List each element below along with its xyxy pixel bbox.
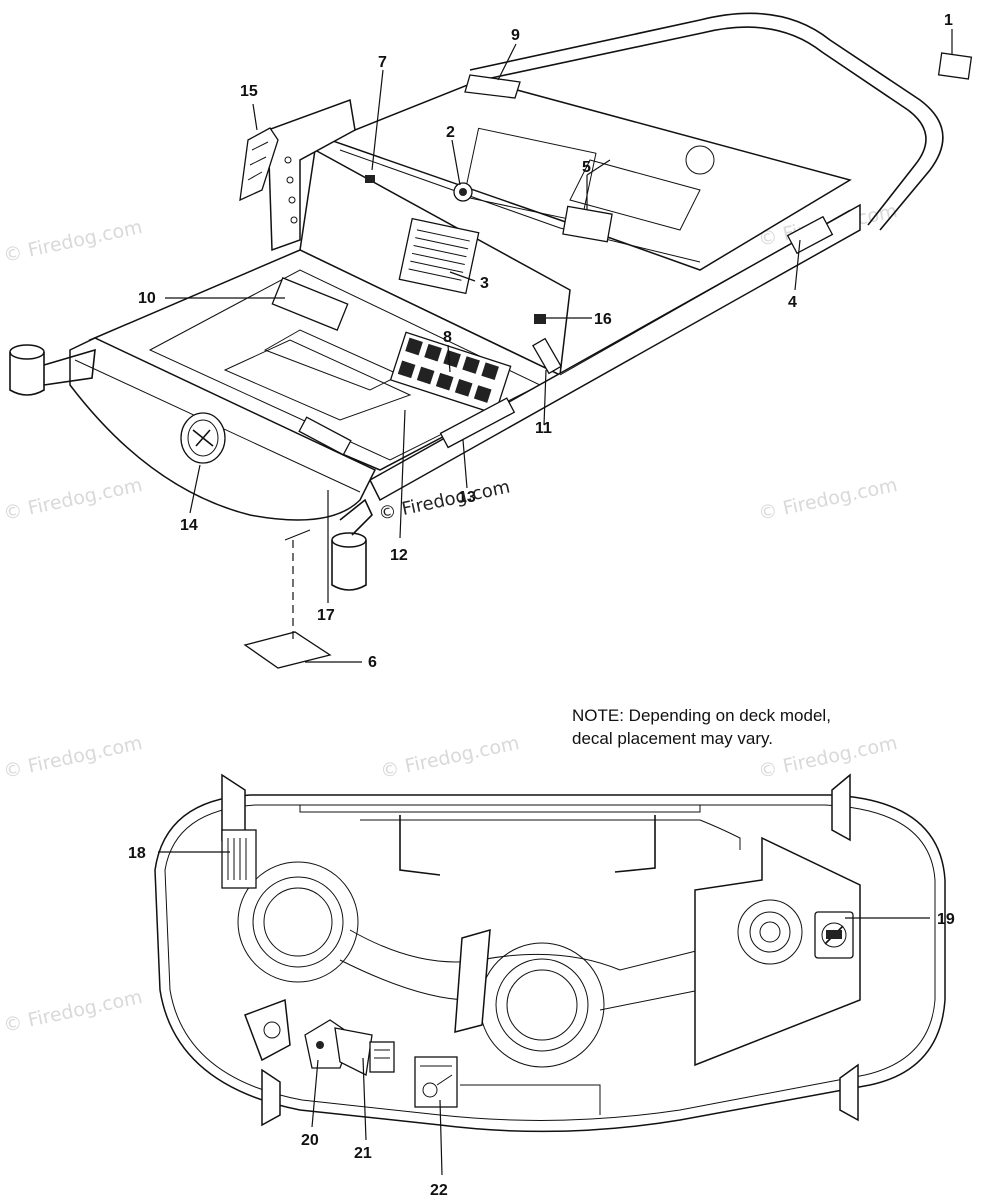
callout-5: 5 bbox=[582, 159, 591, 176]
decal-4 bbox=[786, 215, 834, 255]
leader-lines-top bbox=[165, 29, 953, 663]
decal-7 bbox=[365, 175, 375, 183]
callout-15: 15 bbox=[240, 83, 258, 100]
decal-8-control-icons bbox=[389, 331, 512, 415]
watermark: © Firedog.com bbox=[1, 216, 144, 267]
decal-15-tag bbox=[239, 127, 279, 202]
watermark: © Firedog.com bbox=[1, 732, 144, 783]
decal-2-round bbox=[453, 182, 473, 202]
callout-3: 3 bbox=[480, 275, 489, 292]
callout-4: 4 bbox=[788, 294, 797, 311]
decal-9 bbox=[464, 74, 521, 99]
decal-11 bbox=[532, 337, 562, 375]
note-line-2: decal placement may vary. bbox=[572, 729, 773, 748]
callout-6: 6 bbox=[368, 654, 377, 671]
decal-18-warning bbox=[221, 829, 257, 889]
leader-lines-bottom bbox=[158, 851, 930, 1176]
watermark: © Firedog.com bbox=[1, 986, 144, 1037]
callout-16: 16 bbox=[594, 311, 612, 328]
watermark: © Firedog.com bbox=[1, 474, 144, 525]
decal-5 bbox=[562, 205, 613, 243]
decal-12-model-label bbox=[298, 416, 352, 456]
callout-18: 18 bbox=[128, 845, 146, 862]
callouts-bottom: 18 19 20 21 22 bbox=[128, 845, 955, 1199]
decal-22-diagram bbox=[414, 1056, 458, 1108]
decal-3-warning-label bbox=[398, 217, 480, 295]
decal-16 bbox=[534, 314, 546, 324]
decal-1 bbox=[937, 52, 973, 80]
callout-14: 14 bbox=[180, 517, 198, 534]
callout-19: 19 bbox=[937, 911, 955, 928]
decal-13-brand-logo bbox=[439, 397, 516, 449]
callout-12: 12 bbox=[390, 547, 408, 564]
mower-deck-drawing bbox=[154, 773, 946, 1133]
callouts-top: 1 2 3 4 5 6 7 8 9 10 11 12 13 14 15 16 1… bbox=[138, 12, 953, 671]
decal-10 bbox=[271, 277, 349, 331]
watermark: © Firedog.com bbox=[756, 474, 899, 525]
callout-13: 13 bbox=[458, 489, 476, 506]
watermark: © Firedog.com bbox=[756, 732, 899, 783]
callout-1: 1 bbox=[944, 12, 953, 29]
callout-20: 20 bbox=[301, 1132, 319, 1149]
callout-8: 8 bbox=[443, 329, 452, 346]
callout-7: 7 bbox=[378, 54, 387, 71]
callout-21: 21 bbox=[354, 1145, 372, 1162]
decal-19-prohibition bbox=[814, 911, 854, 959]
decal-14-logo-emblem bbox=[180, 412, 226, 464]
callout-11: 11 bbox=[535, 420, 552, 437]
callout-17: 17 bbox=[317, 607, 335, 624]
mower-frame-drawing bbox=[9, 12, 973, 669]
watermark: © Firedog.com bbox=[378, 732, 521, 783]
note-line-1: NOTE: Depending on deck model, bbox=[572, 706, 831, 725]
callout-22: 22 bbox=[430, 1182, 448, 1199]
decal-6 bbox=[243, 631, 332, 669]
callout-9: 9 bbox=[511, 27, 520, 44]
callout-2: 2 bbox=[446, 124, 455, 141]
callout-10: 10 bbox=[138, 290, 156, 307]
